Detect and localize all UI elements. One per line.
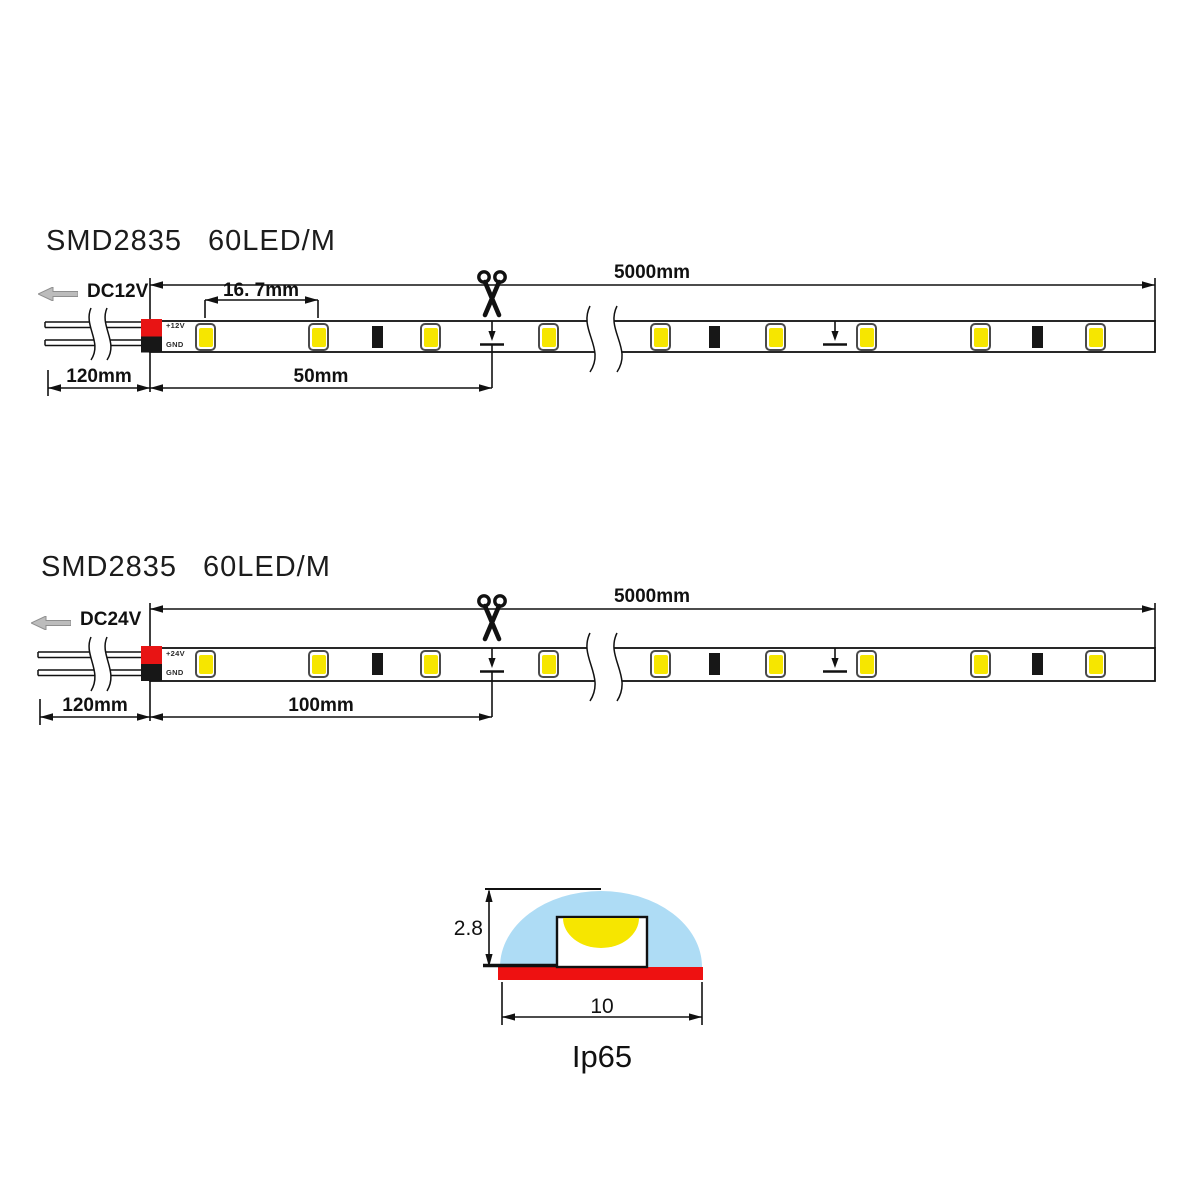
led-pitch-dimension-label: 16. 7mm [222, 280, 300, 301]
wire-length-dimension-label: 120mm [62, 695, 128, 716]
led-chip [420, 323, 441, 351]
led-chip [195, 323, 216, 351]
scissors-icon [477, 270, 507, 318]
reel-length-dimension-label: 5000mm [613, 586, 691, 607]
ground-terminal-label: GND [166, 668, 184, 677]
dimension-lines [47, 278, 1156, 396]
wire-break-symbol [88, 307, 112, 361]
strip-break-symbol [586, 632, 623, 702]
ground-terminal [141, 664, 162, 681]
led-chip [538, 650, 559, 678]
width-dimension-label: 10 [590, 995, 614, 1018]
power-direction-arrow-icon [38, 287, 78, 301]
led-chip [970, 650, 991, 678]
resistor-chip [709, 653, 720, 675]
positive-terminal-label: +24V [166, 649, 185, 658]
wire-length-dimension-label: 120mm [66, 366, 132, 387]
resistor-chip [709, 326, 720, 348]
led-chip [1085, 650, 1106, 678]
dimension-lines [483, 888, 703, 1025]
power-direction-arrow-icon [31, 616, 71, 630]
led-chip [856, 650, 877, 678]
strip-break-symbol [586, 305, 623, 373]
resistor-chip [372, 326, 383, 348]
led-chip [308, 323, 329, 351]
led-chip [308, 650, 329, 678]
title-model: SMD2835 [46, 225, 182, 257]
cut-unit-dimension-label: 100mm [288, 695, 354, 716]
dimension-arrowheads [40, 605, 1155, 721]
ip-rating-label: Ip65 [571, 1039, 633, 1074]
wire-break-symbol [88, 636, 112, 692]
positive-terminal [141, 646, 162, 664]
dimension-arrowheads [485, 889, 702, 1021]
dimension-arrowheads [48, 281, 1155, 392]
led-die [563, 918, 639, 948]
led-chip [650, 323, 671, 351]
reel-length-dimension-label: 5000mm [613, 262, 691, 283]
led-chip [420, 650, 441, 678]
resistor-chip [1032, 326, 1043, 348]
led-chip [538, 323, 559, 351]
power-wires [37, 651, 141, 677]
led-chip [765, 650, 786, 678]
led-chip [1085, 323, 1106, 351]
title-density: 60LED/M [207, 225, 336, 257]
cross-section-diagram [483, 888, 703, 1025]
cut-mark [823, 648, 847, 673]
scissors-icon [477, 594, 507, 642]
resistor-chip [372, 653, 383, 675]
led-chip [195, 650, 216, 678]
dimension-lines [39, 603, 1156, 725]
cut-mark [480, 648, 504, 717]
cut-mark [823, 321, 847, 346]
diagram-title: SMD2835 60LED/M [41, 551, 331, 584]
height-dimension-label: 2.8 [453, 917, 483, 940]
led-chip [650, 650, 671, 678]
led-chip [765, 323, 786, 351]
ground-terminal [141, 336, 162, 353]
resistor-chip [1032, 653, 1043, 675]
led-chip [856, 323, 877, 351]
diagram-title: SMD2835 60LED/M [46, 225, 336, 258]
power-input-label: DC12V [87, 281, 149, 302]
positive-terminal-label: +12V [166, 321, 185, 330]
power-input-label: DC24V [80, 609, 142, 630]
title-density: 60LED/M [202, 551, 331, 583]
pcb-base [498, 967, 703, 980]
positive-terminal [141, 319, 162, 337]
cut-unit-dimension-label: 50mm [293, 366, 349, 387]
cut-mark [480, 321, 504, 388]
ground-terminal-label: GND [166, 340, 184, 349]
title-model: SMD2835 [41, 551, 177, 583]
led-chip [970, 323, 991, 351]
